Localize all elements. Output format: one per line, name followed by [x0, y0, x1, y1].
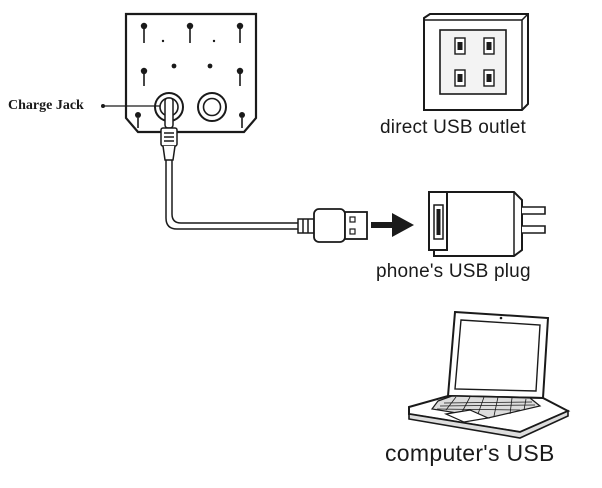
charge-jack-label: Charge Jack [8, 98, 84, 113]
laptop-icon [408, 310, 571, 439]
round-connector [197, 92, 227, 122]
direct-usb-outlet-label: direct USB outlet [380, 117, 526, 138]
computer-usb-label: computer's USB [385, 440, 555, 466]
right-arrow-icon [371, 213, 414, 237]
charge-jack-leader [101, 104, 160, 108]
usb-wall-charger-icon [428, 191, 546, 257]
usb-cable [160, 97, 368, 243]
device-panel-icon [124, 12, 258, 134]
phone-usb-plug-label: phone's USB plug [376, 261, 531, 282]
panel-screw-pins [135, 22, 245, 128]
usb-wall-outlet-icon [423, 13, 529, 111]
